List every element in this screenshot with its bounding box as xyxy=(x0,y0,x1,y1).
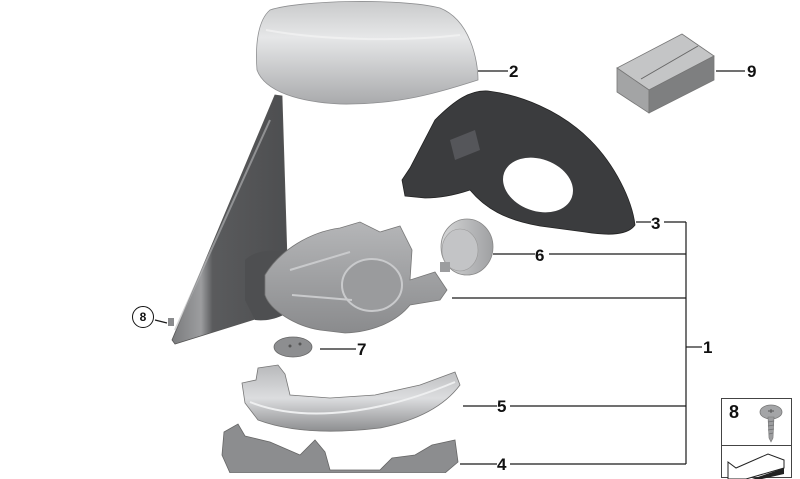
mirror-cap-part xyxy=(256,1,479,105)
screw-small-part xyxy=(168,318,174,326)
mirror-housing-frame-part xyxy=(401,90,636,235)
callout-3[interactable]: 3 xyxy=(651,214,661,233)
callout-9[interactable]: 9 xyxy=(747,62,757,81)
mirror-glass-actuator-part xyxy=(440,218,494,276)
repair-kit-box-part xyxy=(616,33,715,114)
lower-housing-trim-part xyxy=(221,423,459,473)
inset-screw-cell[interactable]: 8 xyxy=(722,399,791,446)
cover-cap-plate-part xyxy=(273,336,313,358)
callout-7[interactable]: 7 xyxy=(357,340,367,359)
screw-inset-box: 8 xyxy=(721,398,792,479)
callout-2[interactable]: 2 xyxy=(509,62,519,81)
callout-5[interactable]: 5 xyxy=(497,397,507,416)
leader-lines xyxy=(154,70,745,465)
wedge-clip-icon xyxy=(727,453,785,479)
mirror-mechanism-part xyxy=(264,221,448,334)
callout-4[interactable]: 4 xyxy=(497,455,507,474)
screw-icon xyxy=(759,404,783,443)
callout-8-circled[interactable]: 8 xyxy=(132,306,154,328)
inset-wedge-cell[interactable] xyxy=(722,446,791,479)
inset-label-8: 8 xyxy=(729,402,740,422)
callout-1[interactable]: 1 xyxy=(703,338,713,357)
turn-signal-part xyxy=(241,364,461,432)
callout-6[interactable]: 6 xyxy=(535,246,545,265)
